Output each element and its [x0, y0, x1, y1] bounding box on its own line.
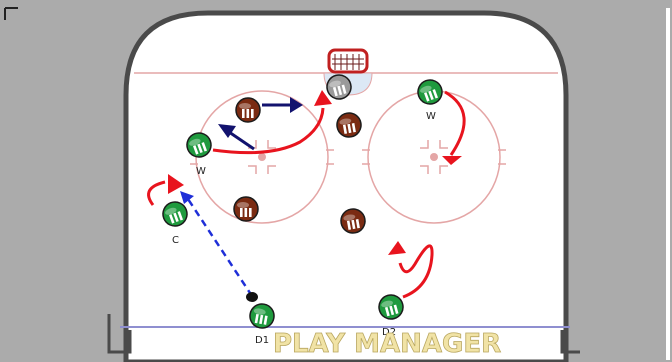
- label-c: C: [172, 235, 179, 246]
- puck-icon: [246, 292, 258, 302]
- player-token-opp-1[interactable]: [236, 98, 260, 122]
- right-faceoff-dot: [430, 153, 438, 161]
- label-w-left: W: [196, 166, 206, 177]
- player-token-opp-3[interactable]: [234, 197, 258, 221]
- app-watermark: PLAY MANAGER: [273, 329, 501, 359]
- left-faceoff-dot: [258, 153, 266, 161]
- right-edge-strip: [666, 8, 670, 360]
- label-w-right: W: [426, 111, 436, 122]
- goal-net-icon: [329, 50, 367, 72]
- label-d1: D1: [255, 335, 269, 346]
